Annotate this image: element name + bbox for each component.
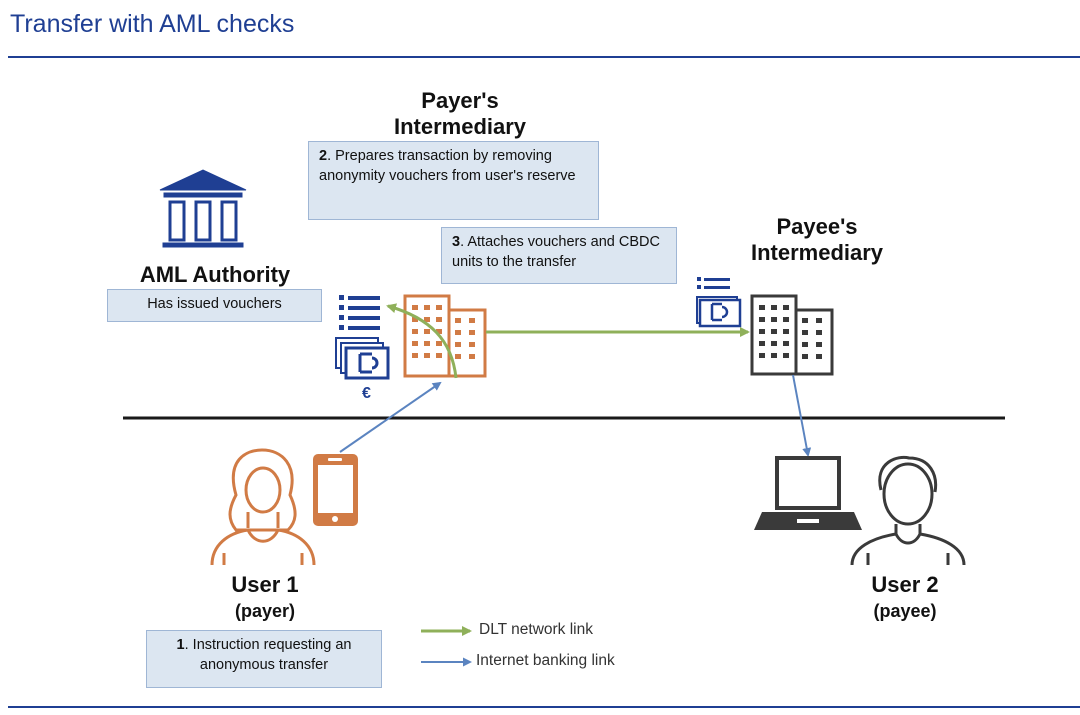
- building-icon: [750, 294, 834, 376]
- user-1-name: User 1: [231, 572, 299, 597]
- user-2-name: User 2: [871, 572, 939, 597]
- step-3-box: 3. Attaches vouchers and CBDC units to t…: [441, 227, 677, 284]
- step-1-box: 1. Instruction requesting an anonymous t…: [146, 630, 382, 688]
- euro-symbol: €: [362, 385, 371, 402]
- step-2-number: 2: [319, 148, 328, 164]
- legend-dlt-label: DLT network link: [479, 621, 593, 638]
- person-female-icon: [210, 448, 316, 566]
- footer-divider: [8, 706, 1080, 708]
- step-3-text: . Attaches vouchers and CBDC units to th…: [452, 234, 660, 270]
- dlt-link-arrow: [386, 303, 458, 379]
- voucher-card-icon: [335, 337, 390, 380]
- aml-authority-note: Has issued vouchers: [107, 289, 322, 322]
- internet-link-arrow: [339, 381, 442, 453]
- phone-icon: [313, 454, 358, 526]
- legend-internet-label: Internet banking link: [476, 652, 615, 669]
- step-2-text: . Prepares transaction by removing anony…: [319, 148, 576, 184]
- payers-intermediary-line2: Intermediary: [393, 114, 527, 139]
- voucher-list-icon: [697, 277, 730, 289]
- voucher-card-icon: [696, 296, 742, 328]
- payees-intermediary-line2: Intermediary: [750, 240, 884, 265]
- step-1-text: . Instruction requesting an anonymous tr…: [184, 637, 352, 673]
- step-3-number: 3: [452, 234, 461, 250]
- laptop-icon: [754, 456, 862, 530]
- internet-link-arrow: [792, 374, 812, 457]
- payers-intermediary-label: Payer's Intermediary: [360, 88, 560, 140]
- step-1-number: 1: [176, 637, 185, 653]
- person-male-icon: [850, 455, 966, 566]
- user-1-role: (payer): [234, 601, 296, 621]
- user-2-label: User 2 (payee): [830, 572, 980, 624]
- building-icon: [403, 294, 487, 378]
- user-1-label: User 1 (payer): [190, 572, 340, 624]
- payees-intermediary-line1: Payee's: [776, 214, 858, 239]
- page-title: Transfer with AML checks: [10, 10, 295, 38]
- title-divider: [8, 56, 1080, 58]
- payers-intermediary-line1: Payer's: [421, 88, 499, 113]
- aml-authority-label: AML Authority: [139, 262, 291, 287]
- step-2-box: 2. Prepares transaction by removing anon…: [308, 141, 599, 220]
- user-2-role: (payee): [873, 601, 937, 621]
- payees-intermediary-label: Payee's Intermediary: [712, 214, 922, 266]
- voucher-list-icon: [339, 295, 380, 330]
- aml-authority-note-text: Has issued vouchers: [147, 296, 282, 312]
- bank-icon: [159, 169, 247, 248]
